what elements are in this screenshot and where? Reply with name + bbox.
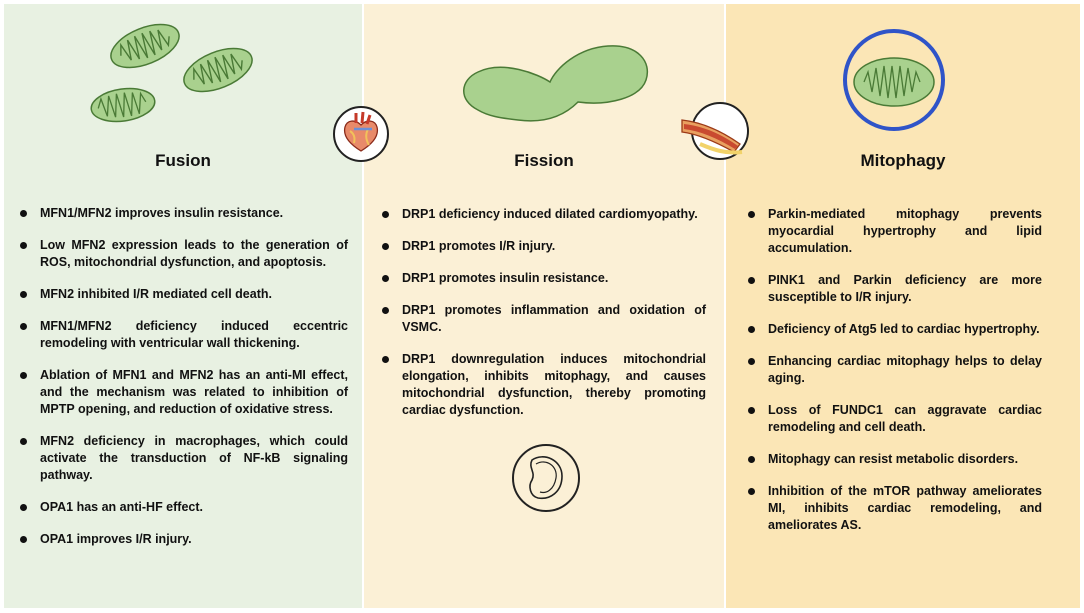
mitophagy-item: Deficiency of Atg5 led to cardiac hypert… bbox=[748, 321, 1042, 338]
mitophagy-item: Loss of FUNDC1 can aggravate cardiac rem… bbox=[748, 402, 1042, 436]
mitophagy-item: Enhancing cardiac mitophagy helps to del… bbox=[748, 353, 1042, 387]
fusion-item: MFN1/MFN2 deficiency induced eccentric r… bbox=[20, 318, 348, 352]
fission-item: DRP1 deficiency induced dilated cardiomy… bbox=[382, 206, 706, 223]
mitophagy-item: Inhibition of the mTOR pathway ameliorat… bbox=[748, 483, 1042, 534]
fusion-panel: Fusion MFN1/MFN2 improves insulin resist… bbox=[4, 4, 362, 608]
fusion-item: MFN1/MFN2 improves insulin resistance. bbox=[20, 205, 348, 222]
fusion-list: MFN1/MFN2 improves insulin resistance. Lo… bbox=[20, 205, 348, 563]
fission-title: Fission bbox=[514, 151, 574, 170]
mitochondrion-icon bbox=[110, 23, 180, 69]
fusion-item: Ablation of MFN1 and MFN2 has an anti-MI… bbox=[20, 367, 348, 418]
mitophagy-title: Mitophagy bbox=[860, 151, 946, 170]
fusion-title: Fusion bbox=[155, 151, 211, 170]
fission-item: DRP1 promotes I/R injury. bbox=[382, 238, 706, 255]
fused-mitochondrion-icon bbox=[463, 45, 649, 122]
mitophagy-item: Parkin-mediated mitophagy prevents myoca… bbox=[748, 206, 1042, 257]
fission-item: DRP1 promotes inflammation and oxidation… bbox=[382, 302, 706, 336]
damaged-mitochondrion-icon bbox=[512, 444, 580, 512]
fission-item: DRP1 downregulation induces mitochondria… bbox=[382, 351, 706, 419]
fission-item: DRP1 promotes insulin resistance. bbox=[382, 270, 706, 287]
fission-list: DRP1 deficiency induced dilated cardiomy… bbox=[382, 206, 706, 434]
fusion-item: OPA1 improves I/R injury. bbox=[20, 531, 348, 548]
mitochondrion-icon bbox=[183, 47, 253, 93]
mitophagy-item: PINK1 and Parkin deficiency are more sus… bbox=[748, 272, 1042, 306]
blood-vessel-icon bbox=[681, 102, 749, 160]
mitophagy-item: Mitophagy can resist metabolic disorders… bbox=[748, 451, 1042, 468]
autophagosome-icon bbox=[843, 29, 945, 131]
fusion-item: OPA1 has an anti-HF effect. bbox=[20, 499, 348, 516]
mitophagy-panel: Mitophagy Parkin-mediated mitophagy prev… bbox=[726, 4, 1080, 608]
fusion-item: MFN2 deficiency in macrophages, which co… bbox=[20, 433, 348, 484]
fusion-item: MFN2 inhibited I/R mediated cell death. bbox=[20, 286, 348, 303]
heart-icon bbox=[333, 106, 389, 162]
mitophagy-list: Parkin-mediated mitophagy prevents myoca… bbox=[748, 206, 1042, 549]
fusion-item: Low MFN2 expression leads to the generat… bbox=[20, 237, 348, 271]
mitochondrion-icon bbox=[90, 87, 156, 123]
